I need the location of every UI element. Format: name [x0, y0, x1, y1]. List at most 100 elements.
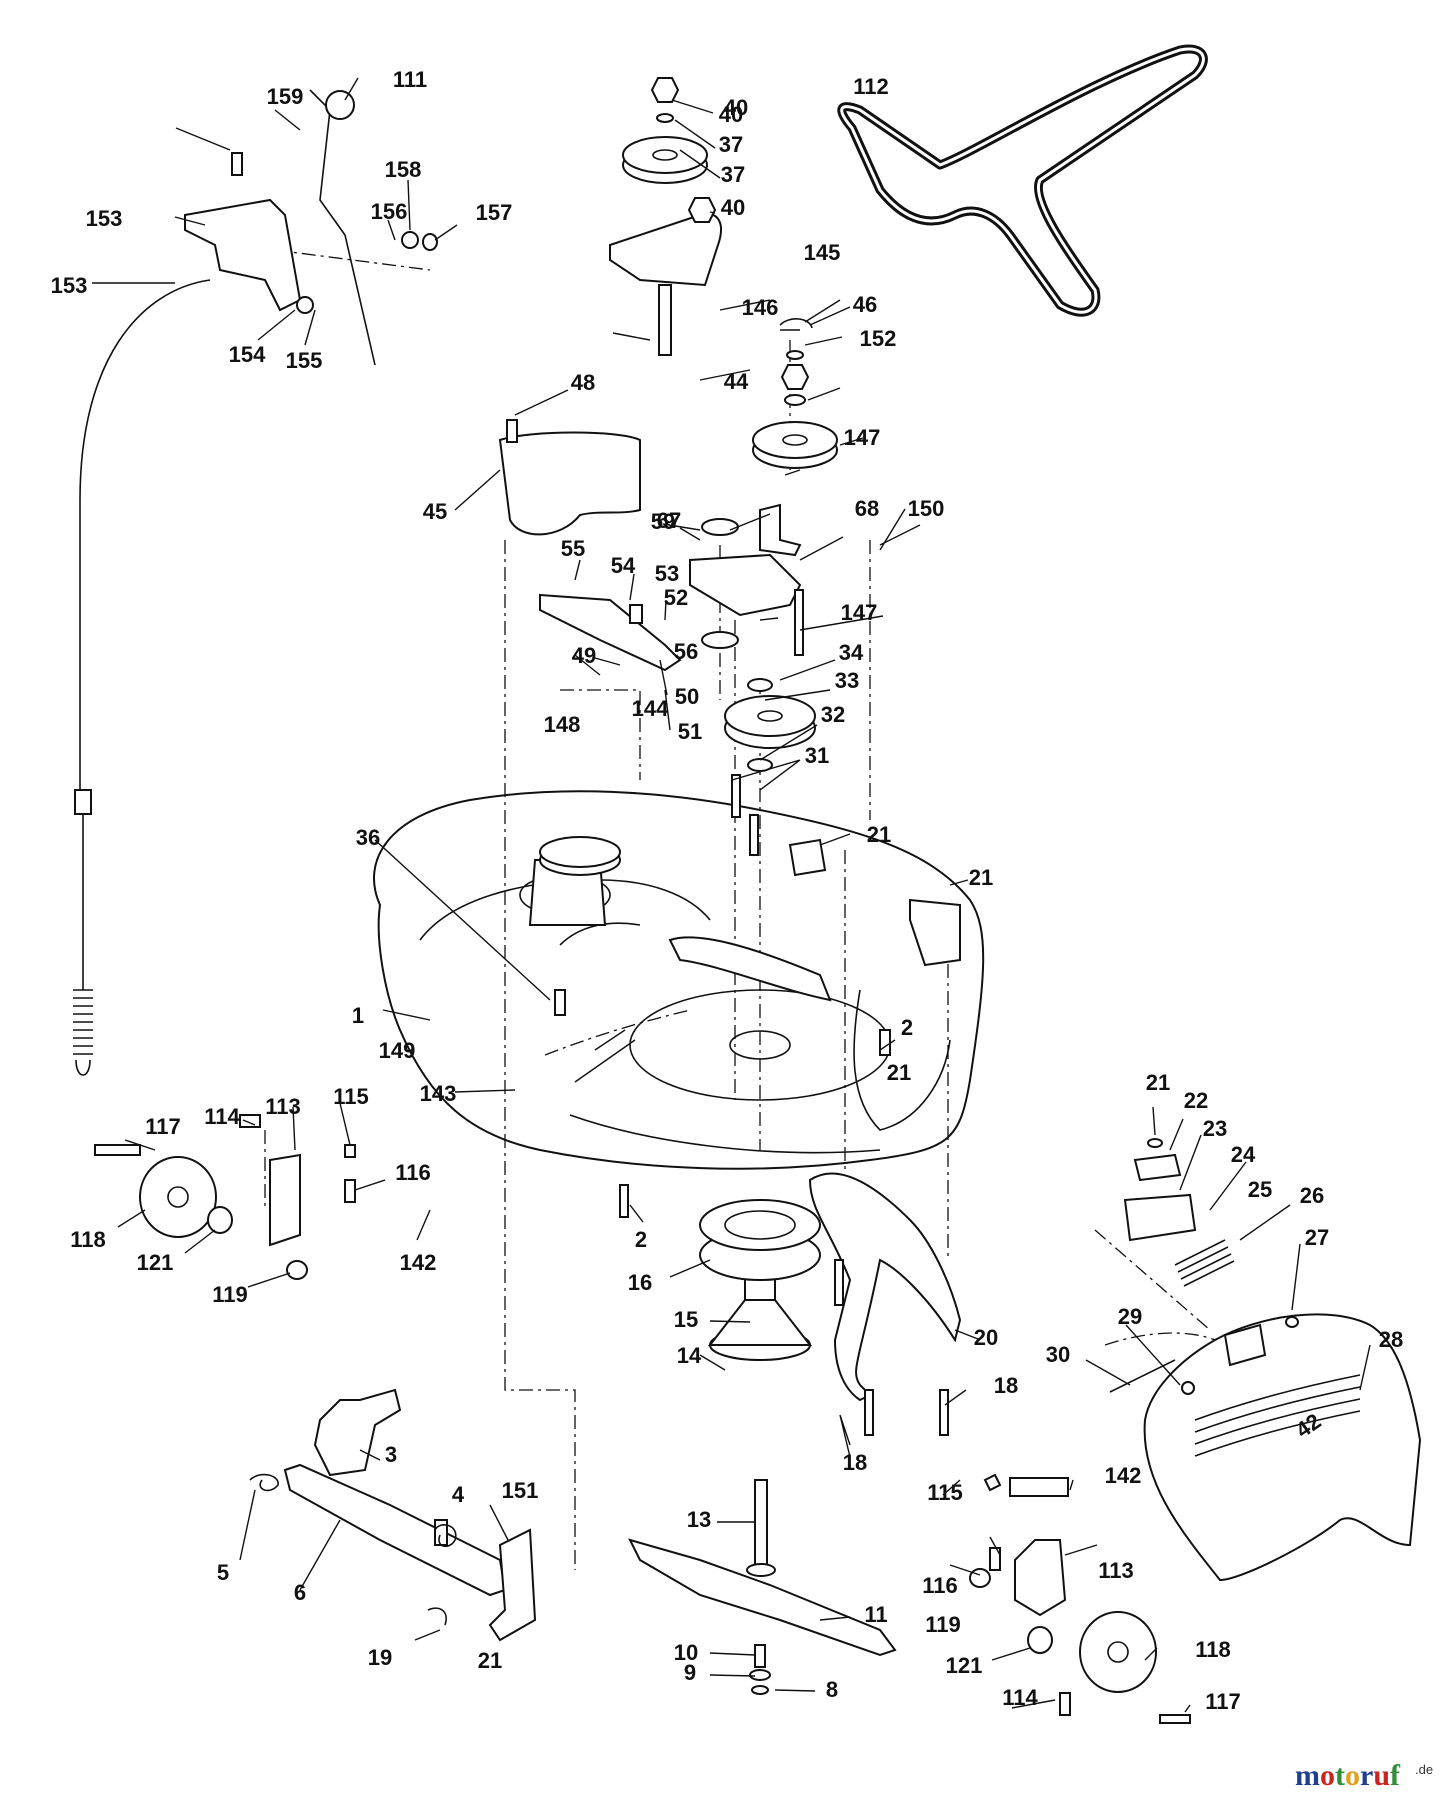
- watermark-letter: o: [1320, 1759, 1335, 1792]
- watermark-letter: f: [1390, 1759, 1401, 1792]
- part-number-label: 22: [1184, 1088, 1208, 1113]
- watermark-letter: u: [1373, 1759, 1390, 1792]
- part-number-label: 53: [655, 561, 679, 586]
- pivot-rod: [1109, 1359, 1176, 1393]
- lift-bracket: [313, 1388, 402, 1477]
- part-number-label: 18: [994, 1373, 1018, 1398]
- part-number-label: 119: [212, 1282, 248, 1307]
- part-number-label: 115: [333, 1084, 369, 1109]
- part-number-label: 121: [137, 1250, 174, 1275]
- part-number-label: 154: [229, 342, 266, 367]
- part-number-label: 159: [267, 84, 304, 109]
- part-number-label: 37: [719, 132, 743, 157]
- part-number-label: 113: [265, 1094, 301, 1119]
- idler-arm-bracket: [759, 503, 802, 557]
- part-number-label: 52: [664, 585, 688, 610]
- part-number-label: 152: [860, 326, 897, 351]
- part-number-label: 21: [478, 1648, 502, 1673]
- washer-119-right: [1027, 1626, 1053, 1654]
- watermark-letter: t: [1335, 1759, 1345, 1792]
- part-number-label: 51: [678, 719, 702, 744]
- part-number-label: 32: [821, 702, 845, 727]
- part-number-label: 30: [1046, 1342, 1070, 1367]
- washer-119-left: [207, 1206, 233, 1234]
- watermark-suffix: .de: [1415, 1762, 1433, 1777]
- part-number-label: 116: [922, 1573, 958, 1598]
- part-number-label: 6: [294, 1580, 306, 1605]
- part-number-label: 21: [1146, 1070, 1170, 1095]
- height-adjust-block: [1123, 1193, 1197, 1242]
- part-number-label: 147: [841, 600, 878, 625]
- spindle-pulley-left: [539, 836, 621, 876]
- part-number-label: 20: [974, 1325, 998, 1350]
- front-baffle: [808, 1172, 962, 1402]
- engagement-bracket: [184, 198, 302, 312]
- part-number-label: 156: [371, 199, 408, 224]
- belt-guard: [498, 431, 641, 536]
- part-number-label: 117: [1205, 1689, 1241, 1714]
- spindle-shaft: [746, 1479, 776, 1577]
- part-number-label: 13: [687, 1507, 711, 1532]
- part-number-label: 68: [855, 496, 879, 521]
- hairpin-clip: [249, 1473, 279, 1492]
- mower-deck: [373, 790, 985, 1170]
- part-number-label: 25: [1248, 1177, 1272, 1202]
- mower-blade: [628, 1538, 897, 1657]
- part-number-label: 56: [674, 639, 698, 664]
- idler-pulley-upper: [622, 136, 708, 184]
- idler-arm: [689, 553, 802, 617]
- part-number-label: 40: [719, 102, 743, 127]
- part-number-label: 10: [674, 1640, 698, 1665]
- cable-spring: [73, 789, 93, 1076]
- part-number-label: 5: [217, 1560, 229, 1585]
- part-number-label: 14: [677, 1343, 702, 1368]
- part-number-label: 11: [864, 1602, 887, 1627]
- part-number-label: 18: [843, 1450, 867, 1475]
- wheel-bracket-right: [1014, 1539, 1067, 1617]
- part-number-label: 15: [674, 1307, 698, 1332]
- part-number-label: 40: [724, 95, 748, 120]
- gauge-wheel-right: [1079, 1611, 1157, 1693]
- part-number-label: 117: [145, 1114, 181, 1139]
- part-number-label: 155: [286, 348, 323, 373]
- discharge-chute: [1143, 1313, 1422, 1582]
- belt-keeper-top: [788, 838, 827, 877]
- drive-pulley: [724, 695, 816, 749]
- part-number-label: 112: [853, 74, 889, 99]
- part-number-label: 114: [1002, 1685, 1038, 1710]
- part-number-label: 40: [721, 195, 745, 220]
- part-number-label: 31: [805, 743, 829, 768]
- part-number-label: 21: [969, 865, 993, 890]
- idler-pulley-lower: [752, 421, 838, 469]
- part-number-label: 16: [628, 1270, 652, 1295]
- watermark-letter: o: [1345, 1759, 1360, 1792]
- part-number-label: 1: [352, 1003, 364, 1028]
- part-number-label: 153: [51, 273, 88, 298]
- watermark-letter: r: [1360, 1759, 1373, 1792]
- part-number-label: 153: [86, 206, 123, 231]
- part-number-label: 149: [379, 1038, 416, 1063]
- part-number-label: 2: [901, 1015, 913, 1040]
- leader-lines: [92, 77, 1371, 1713]
- belt-keeper-right: [909, 898, 961, 967]
- part-number-label: 8: [826, 1677, 838, 1702]
- engagement-lever: [309, 89, 376, 366]
- part-number-label: 50: [675, 684, 699, 709]
- part-number-label: 23: [1203, 1116, 1227, 1141]
- anti-scalp-arm: [539, 593, 682, 672]
- spindle-bearing-ring: [699, 1199, 821, 1281]
- part-number-label: 45: [423, 499, 447, 524]
- part-number-label: 21: [887, 1060, 911, 1085]
- part-number-label: 118: [70, 1227, 106, 1252]
- part-number-label: 36: [356, 825, 380, 850]
- watermark-letter: m: [1295, 1759, 1320, 1792]
- part-number-label: 146: [742, 295, 779, 320]
- part-number-label: 115: [927, 1480, 963, 1505]
- part-number-label: 34: [839, 640, 864, 665]
- part-number-label: 48: [571, 370, 595, 395]
- wheel-bracket-left: [269, 1153, 301, 1247]
- part-number-label: 67: [657, 508, 681, 533]
- idler-bracket: [609, 213, 722, 287]
